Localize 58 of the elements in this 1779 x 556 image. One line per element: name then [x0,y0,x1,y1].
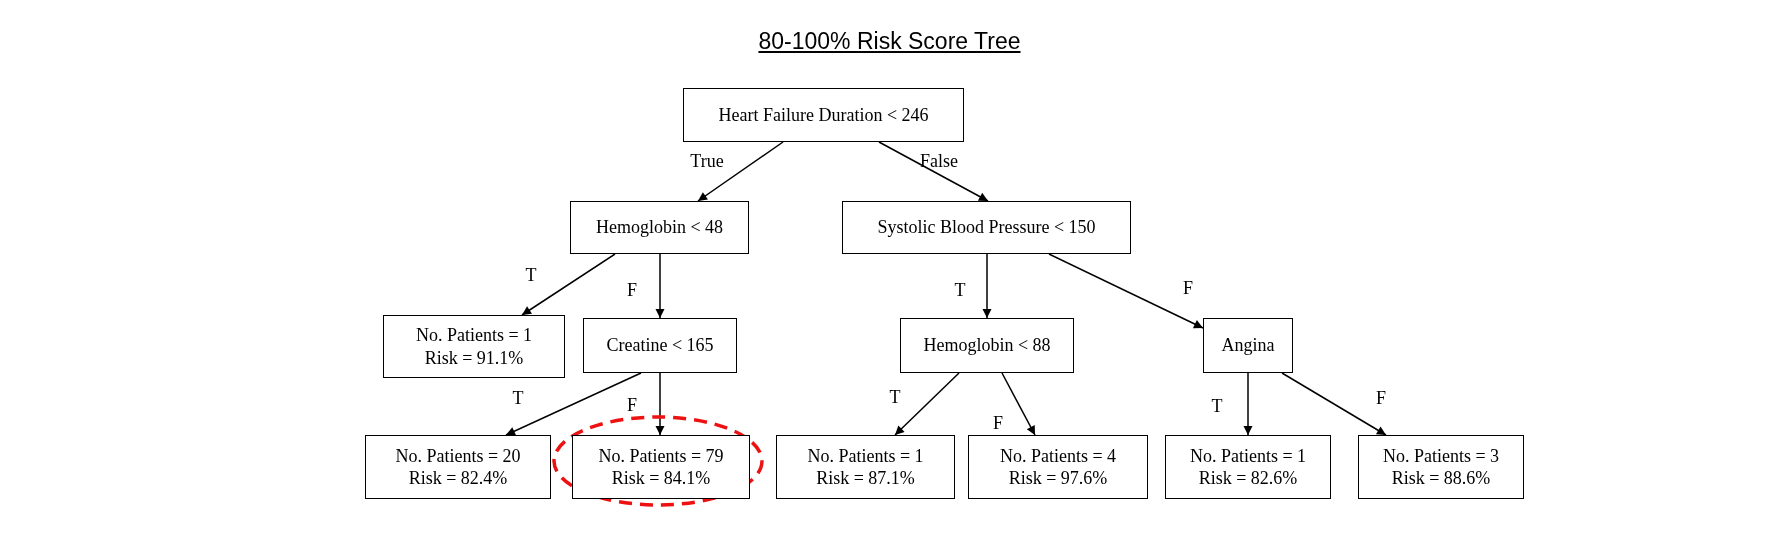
node-text: Risk = 82.4% [408,467,508,490]
decision-box [1203,318,1293,373]
arrow [655,253,665,319]
edge-label: F [993,412,1003,434]
node-text: Heart Failure Duration < 246 [718,103,929,127]
arrow [1243,372,1253,436]
arrow [697,141,784,202]
node-text: Systolic Blood Pressure < 150 [877,216,1096,239]
diagram-title: 80-100% Risk Score Tree [758,28,1021,54]
node-text: No. Patients = 4 [999,444,1117,467]
edge-label: T [525,264,537,286]
node-text: No. Patients = 1 [807,444,924,467]
arrow [1281,372,1387,436]
node-text: Angina [1221,334,1275,357]
node-text: No. Patients = 3 [1382,444,1500,467]
edge-label: F [627,279,637,301]
node-text: Risk = 87.1% [816,467,915,490]
edge-label: F [1183,277,1193,299]
node-text: No. Patients = 1 [1189,444,1307,467]
edge-label: True [690,150,724,172]
decision-box [365,435,551,499]
node-text: No. Patients = 1 [415,324,533,347]
edge-label: T [512,387,524,409]
arrow [521,253,616,316]
arrow [982,253,992,319]
arrow [655,372,665,436]
arrow [505,372,642,436]
node-text: Hemoglobin < 48 [595,216,724,239]
edge-label: T [1211,395,1223,417]
edge-label: T [889,386,901,408]
edge-label: T [954,279,966,301]
decision-box [570,201,749,254]
decision-box [842,201,1131,254]
decision-box [900,318,1074,373]
arrow [1001,372,1036,436]
arrow [878,141,989,202]
decision-box [1358,435,1524,499]
node-text: Risk = 84.1% [611,467,711,490]
node-text: Risk = 97.6% [1008,467,1108,490]
arrow [894,372,960,436]
decision-box [968,435,1148,499]
node-text: No. Patients = 79 [598,444,724,467]
decision-box [1165,435,1331,499]
decision-box [383,315,565,378]
decision-box [683,88,964,142]
node-text: Hemoglobin < 88 [923,334,1051,357]
node-text: Risk = 91.1% [424,346,524,369]
edge-label: F [627,394,637,416]
node-text: Risk = 82.6% [1198,467,1298,490]
node-text: Creatine < 165 [606,334,714,357]
edge-label: F [1376,387,1386,409]
edge-label: False [920,150,958,172]
decision-box [583,318,737,373]
decision-box [572,435,750,499]
arrow [1048,253,1204,329]
decision-box [776,435,955,499]
node-text: No. Patients = 20 [395,444,521,467]
node-text: Risk = 88.6% [1391,467,1491,490]
